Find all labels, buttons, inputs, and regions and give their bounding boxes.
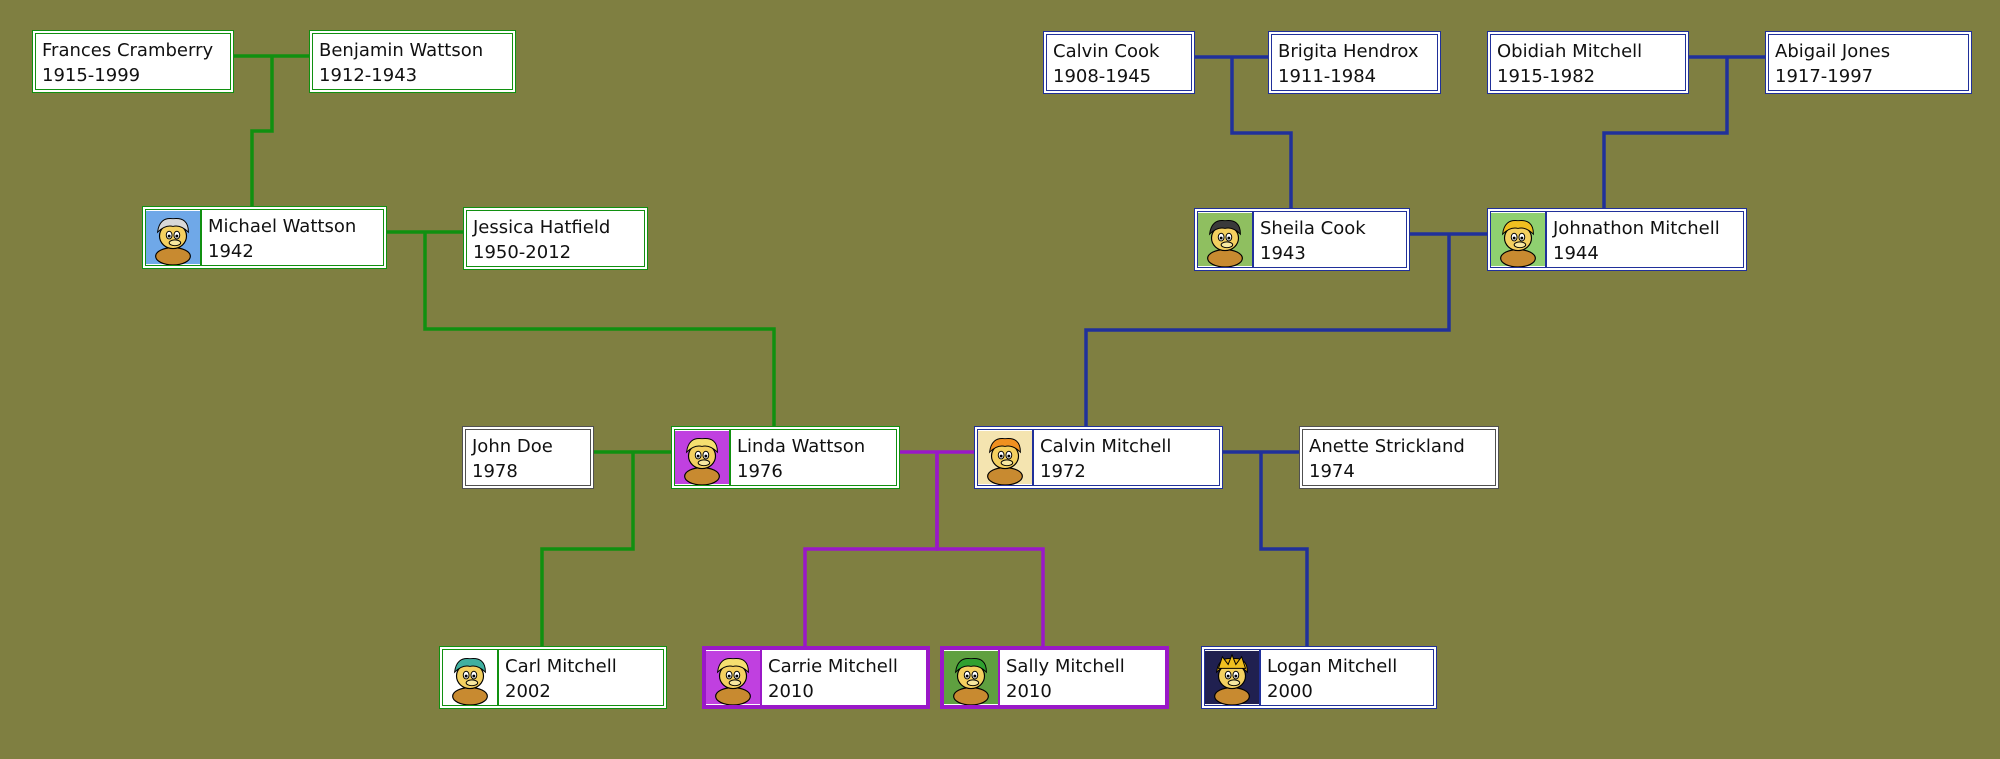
person-card-carrie[interactable]: Carrie Mitchell 2010 [702, 646, 930, 709]
person-name: Benjamin Wattson [319, 40, 484, 61]
person-years: 1943 [1260, 243, 1306, 264]
person-card-sally[interactable]: Sally Mitchell 2010 [940, 646, 1169, 709]
person-card-calvin-cook[interactable]: Calvin Cook 1908-1945 [1043, 31, 1195, 94]
person-info: John Doe 1978 [466, 430, 590, 485]
person-info: Calvin Mitchell 1972 [1034, 430, 1219, 485]
gray-koopa-icon [146, 210, 202, 265]
person-name: Johnathon Mitchell [1553, 218, 1720, 239]
person-name: Frances Cramberry [42, 40, 214, 61]
person-card-abigail[interactable]: Abigail Jones 1917-1997 [1765, 31, 1972, 94]
person-card-calvin-mitchell[interactable]: Calvin Mitchell 1972 [974, 426, 1223, 489]
person-years: 1944 [1553, 243, 1599, 264]
person-card-johnathon[interactable]: Johnathon Mitchell 1944 [1487, 208, 1747, 271]
person-years: 1911-1984 [1278, 66, 1377, 87]
person-years: 1917-1997 [1775, 66, 1874, 87]
person-name: Calvin Mitchell [1040, 436, 1172, 457]
person-years: 1950-2012 [473, 242, 572, 263]
person-name: Linda Wattson [737, 436, 866, 457]
descent-line [250, 56, 274, 206]
person-card-michael[interactable]: Michael Wattson 1942 [142, 206, 387, 269]
person-years: 1915-1982 [1497, 66, 1596, 87]
person-info: Carl Mitchell 2002 [499, 650, 663, 705]
person-info: Obidiah Mitchell 1915-1982 [1491, 35, 1685, 90]
person-name: Anette Strickland [1309, 436, 1465, 457]
person-years: 2010 [768, 681, 814, 702]
person-info: Sally Mitchell 2010 [1000, 650, 1165, 705]
person-years: 2010 [1006, 681, 1052, 702]
person-years: 1974 [1309, 461, 1355, 482]
crowned-koopa-icon [1205, 650, 1261, 705]
person-years: 1976 [737, 461, 783, 482]
person-info: Logan Mitchell 2000 [1261, 650, 1433, 705]
person-info: Anette Strickland 1974 [1303, 430, 1495, 485]
dark-hair-koopa-icon [1198, 212, 1254, 267]
green-hair-koopa-icon [944, 650, 1000, 705]
person-card-brigita[interactable]: Brigita Hendrox 1911-1984 [1268, 31, 1441, 94]
blonde-koopa-icon [706, 650, 762, 705]
blonde-koopa-icon [675, 430, 731, 485]
person-info: Johnathon Mitchell 1944 [1547, 212, 1743, 267]
person-card-frances[interactable]: Frances Cramberry 1915-1999 [32, 30, 234, 93]
person-name: Calvin Cook [1053, 41, 1160, 62]
person-info: Linda Wattson 1976 [731, 430, 896, 485]
person-card-obidiah[interactable]: Obidiah Mitchell 1915-1982 [1487, 31, 1689, 94]
person-name: Jessica Hatfield [473, 217, 611, 238]
person-years: 1908-1945 [1053, 66, 1152, 87]
person-info: Frances Cramberry 1915-1999 [36, 34, 230, 89]
person-years: 1942 [208, 241, 254, 262]
person-name: Abigail Jones [1775, 41, 1891, 62]
person-name: John Doe [472, 436, 553, 457]
person-card-john[interactable]: John Doe 1978 [462, 426, 594, 489]
person-name: Carl Mitchell [505, 656, 617, 677]
person-card-benjamin[interactable]: Benjamin Wattson 1912-1943 [309, 30, 516, 93]
person-card-logan[interactable]: Logan Mitchell 2000 [1201, 646, 1437, 709]
person-info: Michael Wattson 1942 [202, 210, 383, 265]
person-years: 2000 [1267, 681, 1313, 702]
person-name: Obidiah Mitchell [1497, 41, 1643, 62]
person-years: 1915-1999 [42, 65, 141, 86]
person-name: Michael Wattson [208, 216, 357, 237]
person-years: 1912-1943 [319, 65, 418, 86]
person-info: Sheila Cook 1943 [1254, 212, 1406, 267]
person-card-linda[interactable]: Linda Wattson 1976 [671, 426, 900, 489]
person-card-sheila[interactable]: Sheila Cook 1943 [1194, 208, 1410, 271]
person-name: Sheila Cook [1260, 218, 1366, 239]
person-info: Carrie Mitchell 2010 [762, 650, 926, 705]
teal-hair-koopa-icon [443, 650, 499, 705]
person-name: Logan Mitchell [1267, 656, 1398, 677]
yellow-koopa-icon [1491, 212, 1547, 267]
person-info: Calvin Cook 1908-1945 [1047, 35, 1191, 90]
person-years: 1978 [472, 461, 518, 482]
person-name: Sally Mitchell [1006, 656, 1125, 677]
person-info: Jessica Hatfield 1950-2012 [467, 211, 644, 266]
person-card-jessica[interactable]: Jessica Hatfield 1950-2012 [463, 207, 648, 270]
person-years: 2002 [505, 681, 551, 702]
person-card-carl[interactable]: Carl Mitchell 2002 [439, 646, 667, 709]
person-years: 1972 [1040, 461, 1086, 482]
person-name: Carrie Mitchell [768, 656, 898, 677]
person-info: Abigail Jones 1917-1997 [1769, 35, 1968, 90]
person-info: Brigita Hendrox 1911-1984 [1272, 35, 1437, 90]
person-info: Benjamin Wattson 1912-1943 [313, 34, 512, 89]
person-name: Brigita Hendrox [1278, 41, 1419, 62]
person-card-anette[interactable]: Anette Strickland 1974 [1299, 426, 1499, 489]
orange-koopa-icon [978, 430, 1034, 485]
